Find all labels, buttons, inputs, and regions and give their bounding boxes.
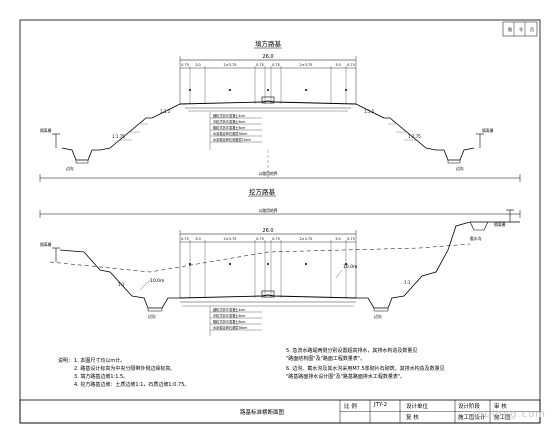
lane-dim-6: 2×3.75: [300, 63, 313, 67]
lane-dim-7: 3.0: [335, 63, 341, 67]
fill-layer-5: 水泥稳定碎石底基层20cm: [213, 137, 251, 142]
cut-layer-1: 细粒式沥青混凝土4cm: [213, 307, 245, 312]
fill-layer-1: 细粒式沥青混凝土4cm: [213, 113, 245, 118]
cut-layer-2: 中粒式沥青混凝土6cm: [213, 313, 245, 318]
cut-lane-dim-3: 2×3.75: [224, 237, 237, 241]
fill-fence-right-label: 隔离栅: [482, 128, 494, 133]
cut-lane-dim-8: 0.75: [347, 237, 355, 241]
lane-dim-1: 0.75: [181, 63, 189, 67]
watermark: zhulong.com: [470, 409, 546, 420]
checker-label: 复 核: [406, 415, 419, 421]
note-left-1: 1. 本图尺寸均以m计。: [74, 358, 126, 364]
cut-land-boundary-label: 公路用地界: [259, 208, 278, 213]
fill-pavement-callout: [209, 112, 262, 150]
fill-section: 填方路基 26.0 0.75 3.0 2×3.75 0.75 0.75 2×3.…: [39, 39, 521, 182]
drawing-number: JTY-2: [374, 402, 388, 408]
fill-slope-left-lower: 1:1.75: [112, 134, 125, 139]
lane-dim-4: 0.75: [256, 63, 264, 67]
stage-label: 施工图: [494, 415, 511, 421]
fill-slope-left-upper: 1:1.5: [160, 109, 171, 114]
fill-ditch-left-label: 边沟: [66, 166, 74, 171]
date-label: 施工图设计: [458, 415, 486, 421]
cut-section: 挖方路基 公路用地界 26.0 0.75 3.0 2×3.75 0.75 0.7…: [39, 187, 521, 336]
cut-total-width-label: 26.0: [262, 228, 273, 234]
corner-stamp-3: 页: [530, 27, 534, 32]
fill-layer-4: 水泥稳定碎石基层36cm: [213, 131, 247, 136]
fill-slope-right-lower: 1:1.75: [408, 134, 421, 139]
corner-stamp-1: 图: [508, 26, 512, 32]
notes-heading: 说明：: [58, 358, 74, 364]
note-right-2: "路面结构图"及"路面工程数量表"。: [286, 356, 366, 362]
cut-height-right: 10.0m: [343, 264, 357, 270]
note-left-4: 4. 挖方路基边坡：土质边坡1:1，石质边坡1:0.75。: [74, 382, 190, 388]
lane-dim-3: 2×3.75: [224, 63, 237, 67]
cut-slope-left: [59, 249, 180, 309]
corner-stamp: 图 号 页: [502, 21, 538, 37]
cut-section-title: 挖方路基: [249, 187, 276, 196]
fill-ditch-left: [61, 147, 100, 161]
fence-icon-cut: [52, 209, 514, 262]
fill-ditch-right-label: 边沟: [456, 166, 464, 171]
cut-lane-dim-6: 2×3.75: [300, 237, 313, 241]
scale-label: 比 例: [344, 404, 357, 410]
cut-fence-right-label: 隔离栅: [494, 222, 506, 227]
fill-fence-left-label: 隔离栅: [40, 128, 52, 133]
design-stage-label: 设计阶段: [458, 404, 481, 410]
corner-stamp-2: 号: [519, 26, 523, 32]
cut-lane-dim-4: 0.75: [256, 237, 264, 241]
drawing-name: 路基标准横断面图: [240, 410, 285, 416]
fill-embankment-right: [355, 103, 437, 151]
cut-median: [261, 290, 275, 298]
fill-ditch-right: [436, 147, 475, 161]
cut-ditch-right-label: 边沟: [374, 314, 382, 319]
title-block: [19, 399, 541, 424]
fill-layer-2: 中粒式沥青混凝土6cm: [213, 119, 245, 124]
cut-slope-left-label: 1:1: [118, 282, 125, 287]
fence-icon: [52, 133, 484, 148]
cut-fence-left-label: 隔离栅: [40, 242, 52, 247]
note-left-2: 2. 路基设计标高为中央分隔带外侧边缘标高。: [74, 366, 176, 372]
note-right-3: 6. 边沟、截水沟及其水沟采用M7.5浆砌片石砌筑，其排水构造及数量见: [286, 366, 445, 372]
lane-dim-5: 0.75: [272, 63, 280, 67]
fill-slope-right-upper: 1:1.5: [364, 109, 375, 114]
cut-height-left: 10.0m: [150, 278, 164, 284]
cut-lane-dim-7: 3.0: [335, 237, 341, 241]
designer-label: 设计单位: [406, 404, 429, 410]
cut-lane-dim-2: 3.0: [195, 237, 201, 241]
note-right-1: 5. 急流水路堤两侧分别设置超高排水，其排水构造及数量见: [286, 348, 418, 354]
cut-slope-right-label: 1:1: [404, 280, 411, 285]
cut-pavement-callout: [209, 306, 262, 336]
fill-total-width-label: 26.0: [262, 54, 273, 60]
cut-ditch-left-label: 边沟: [148, 314, 156, 319]
cut-lane-dim-1: 0.75: [181, 237, 189, 241]
fill-median: [261, 96, 275, 104]
note-right-4: "路基路面排水设计图"及"路基路面排水工程数量表"。: [286, 374, 406, 380]
lane-dim-8: 0.75: [347, 63, 355, 67]
lane-dim-2: 3.0: [195, 63, 201, 67]
cut-road-surface: [179, 294, 357, 299]
cut-lane-dim-5: 0.75: [272, 237, 280, 241]
fill-road-surface: [179, 100, 357, 105]
fill-land-boundary-label: 公路用地界: [259, 171, 278, 176]
cut-intercept-ditch-label: 截水沟: [470, 236, 482, 241]
fill-layer-3: 粗粒式沥青混凝土8cm: [213, 125, 245, 130]
cut-layer-4: 水泥稳定碎石基层36cm: [213, 325, 247, 330]
cut-layer-3: 粗粒式沥青混凝土8cm: [213, 319, 245, 324]
cut-original-ground: [49, 243, 471, 273]
fill-embankment-left: [99, 103, 181, 151]
fill-section-title: 填方路基: [255, 39, 282, 48]
reviewer-label: 审 核: [494, 404, 507, 410]
cut-slope-right: [356, 221, 520, 309]
note-left-3: 3. 填方路基边坡1:1.5。: [74, 374, 129, 380]
